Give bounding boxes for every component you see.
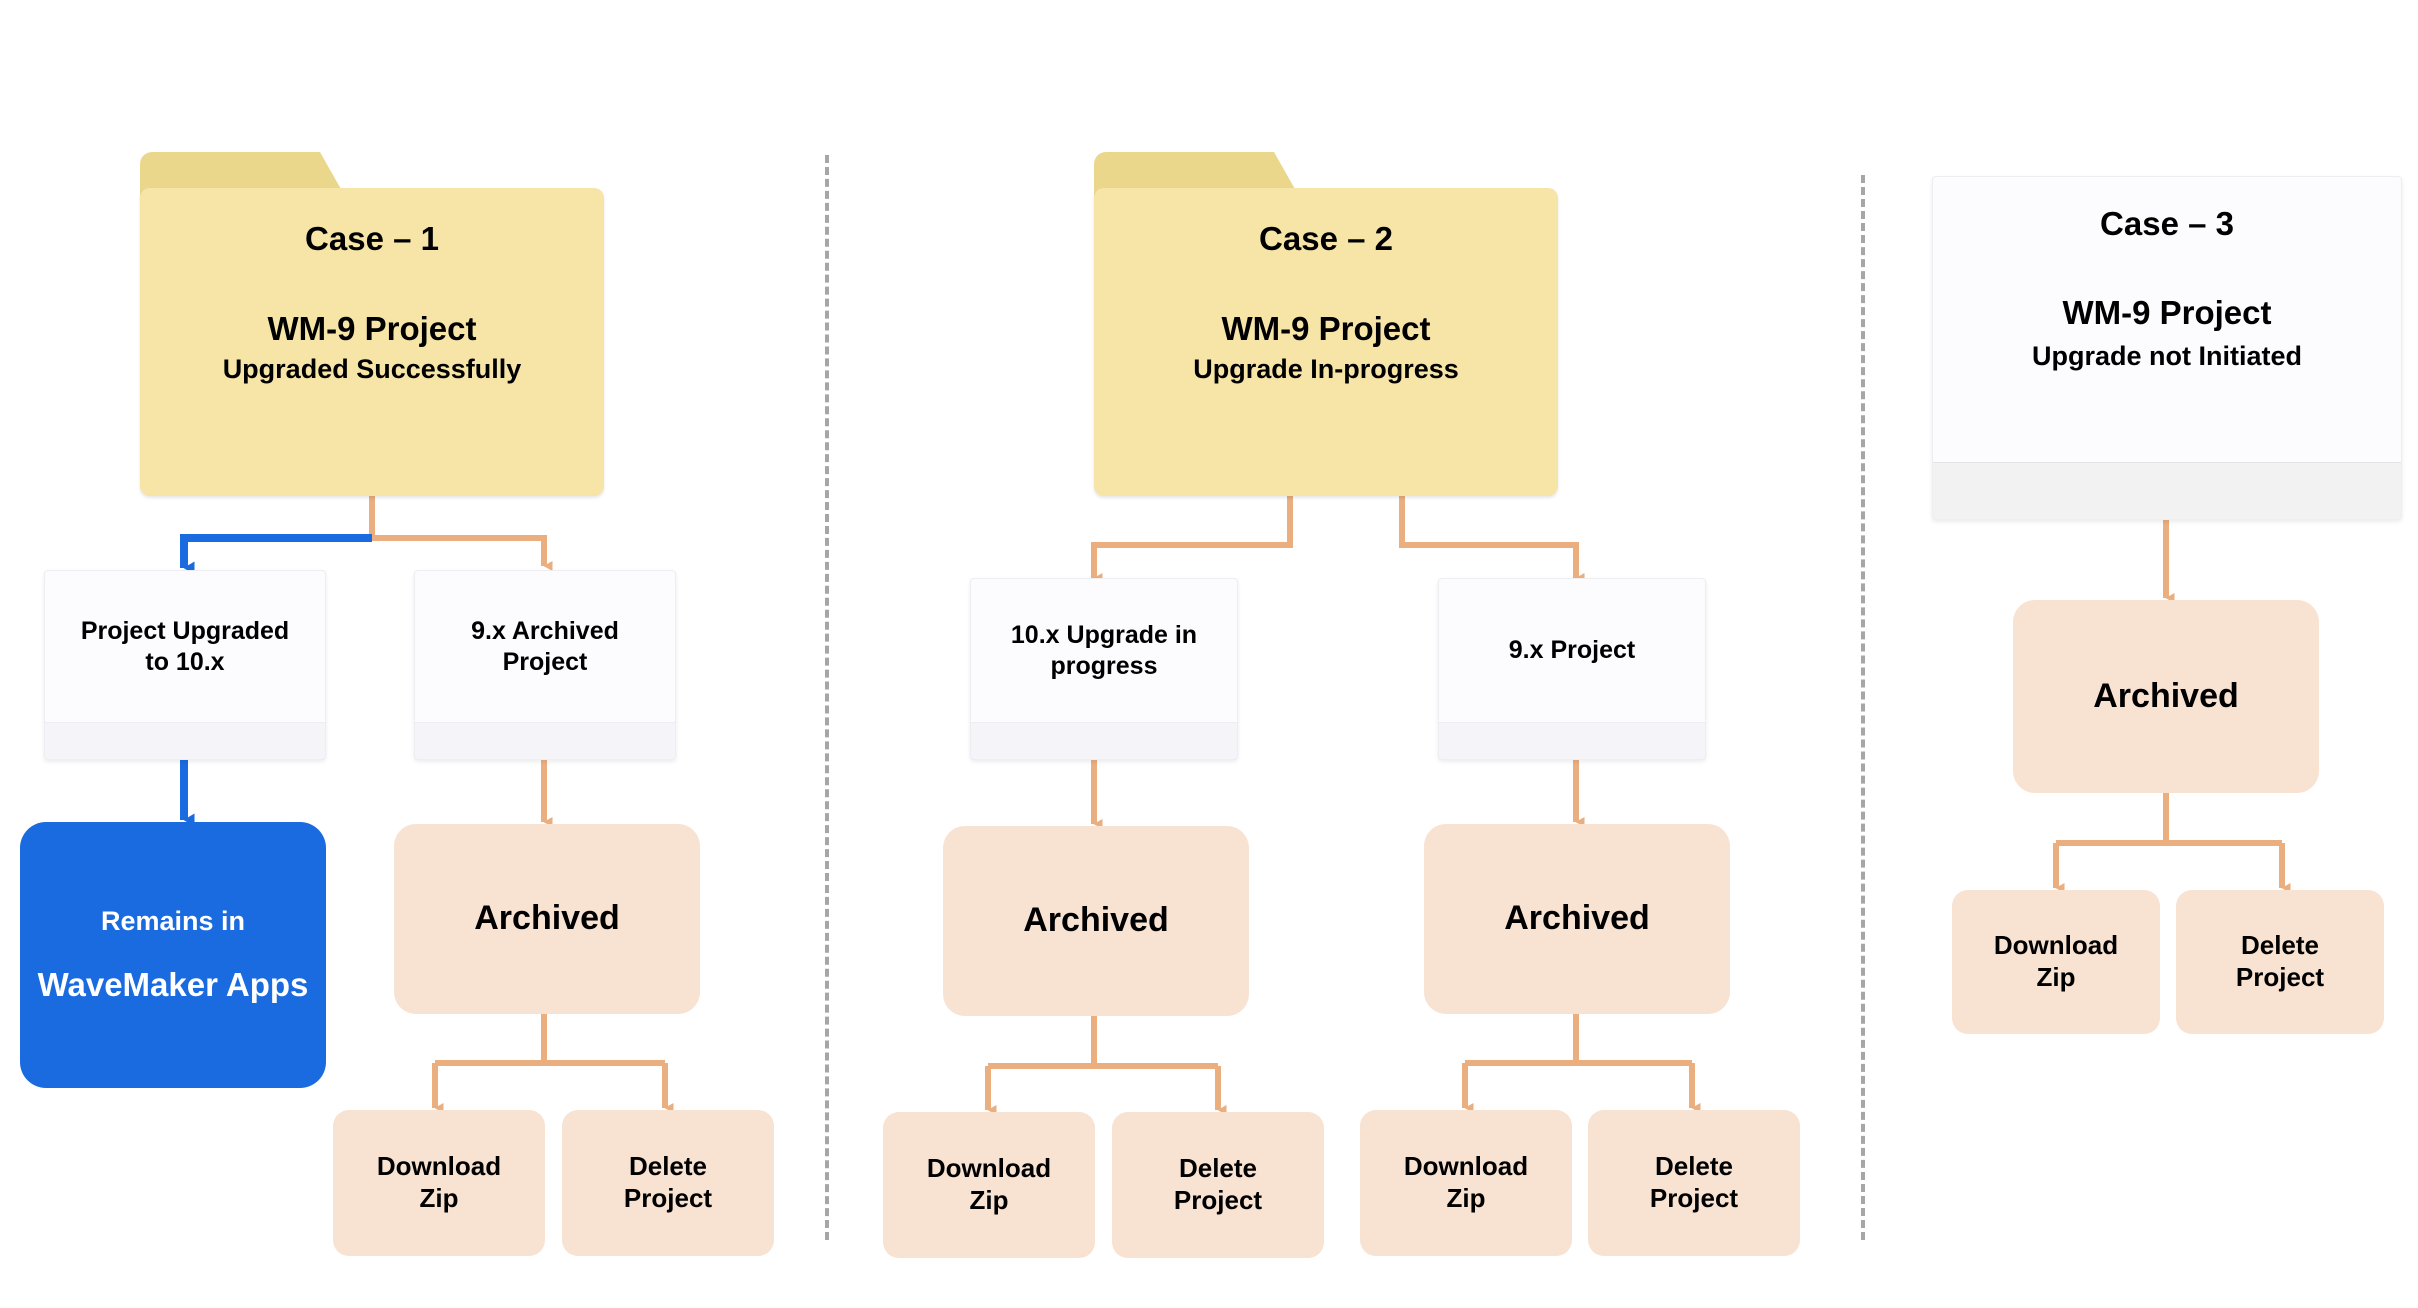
case-2-delete-project-right-box[interactable]: Delete Project <box>1588 1110 1800 1256</box>
case-3-delete-project-line2: Project <box>2235 962 2325 992</box>
case2-root-connectors <box>1091 496 1585 583</box>
case-2-folder[interactable]: Case – 2 WM-9 Project Upgrade In-progres… <box>1094 152 1558 496</box>
case-1-archived-project-line2: Project <box>502 648 588 676</box>
case-2-sub: Upgrade In-progress <box>1193 354 1459 384</box>
folder-body <box>140 188 604 496</box>
case-1-folder[interactable]: Case – 1 WM-9 Project Upgraded Successfu… <box>140 152 604 496</box>
case-2-archived-left-label: Archived <box>1023 901 1169 940</box>
case-1-remains-line1: Remains in <box>100 906 246 936</box>
case-2-upgrade-in-progress-card-footer <box>971 722 1237 759</box>
case-2-9x-project-line1: 9.x Project <box>1508 636 1636 665</box>
case-1-upgraded-line1: Project Upgraded <box>80 616 290 645</box>
case3-archived-to-actions <box>2053 793 2291 893</box>
case-2-delete-project-left-line1: Delete <box>1178 1153 1258 1184</box>
divider-case1-case2 <box>825 155 829 1240</box>
case-2-main: WM-9 Project <box>1221 310 1431 347</box>
case-2-folder-label: Case – 2 WM-9 Project Upgrade In-progres… <box>1094 188 1558 496</box>
folder-body <box>1094 188 1558 496</box>
case-1-remains-line2: WaveMaker Apps <box>37 966 309 1004</box>
case1-root-connectors <box>180 496 553 575</box>
case-1-archived-project-card-body: 9.x Archived Project <box>415 571 675 723</box>
case-2-delete-project-left-line2: Project <box>1173 1185 1263 1215</box>
case-1-archived-project-card[interactable]: 9.x Archived Project <box>414 570 676 760</box>
case-1-folder-label: Case – 1 WM-9 Project Upgraded Successfu… <box>140 188 604 496</box>
case-1-download-zip-box[interactable]: Download Zip <box>333 1110 545 1256</box>
case-3-main: WM-9 Project <box>2062 294 2272 332</box>
case-2-delete-project-right-line2: Project <box>1649 1183 1739 1213</box>
case-3-delete-project-box[interactable]: Delete Project <box>2176 890 2384 1034</box>
case-1-archived-project-card-footer <box>415 722 675 759</box>
case-3-delete-project-line1: Delete <box>2240 930 2320 961</box>
case-1-archived-project-line1: 9.x Archived <box>471 616 619 645</box>
case-2-archived-left-box[interactable]: Archived <box>943 826 1249 1016</box>
case-2-upgrade-in-progress-line2: progress <box>1050 652 1158 680</box>
case2-right-archived-to-actions <box>1462 1013 1701 1113</box>
case-1-main: WM-9 Project <box>267 310 477 347</box>
case-3-root-card[interactable]: Case – 3 WM-9 Project Upgrade not Initia… <box>1932 176 2402 520</box>
case-2-9x-project-card-footer <box>1439 722 1705 759</box>
case-2-upgrade-in-progress-card[interactable]: 10.x Upgrade in progress <box>970 578 1238 760</box>
case-3-download-zip-box[interactable]: Download Zip <box>1952 890 2160 1034</box>
case-1-upgraded-line2: to 10.x <box>145 648 225 676</box>
case-1-upgraded-card-body: Project Upgraded to 10.x <box>45 571 325 723</box>
case-2-delete-project-right-line1: Delete <box>1654 1151 1734 1182</box>
case-1-upgraded-card[interactable]: Project Upgraded to 10.x <box>44 570 326 760</box>
case-2-download-zip-right-line2: Zip <box>1446 1183 1486 1213</box>
case-1-upgraded-card-footer <box>45 722 325 759</box>
case-3-download-zip-line1: Download <box>1993 930 2119 961</box>
case-2-9x-project-card[interactable]: 9.x Project <box>1438 578 1706 760</box>
case-1-delete-project-line2: Project <box>623 1183 713 1213</box>
case-1-sub: Upgraded Successfully <box>222 354 522 384</box>
case-2-upgrade-in-progress-card-body: 10.x Upgrade in progress <box>971 579 1237 723</box>
case1-archived-to-actions <box>432 1013 674 1113</box>
case-3-archived-label: Archived <box>2093 676 2239 715</box>
case-2-archived-right-label: Archived <box>1504 899 1650 938</box>
case-1-download-zip-line2: Zip <box>419 1183 459 1213</box>
case-1-delete-project-box[interactable]: Delete Project <box>562 1110 774 1256</box>
case-3-download-zip-line2: Zip <box>2036 962 2076 992</box>
case-2-download-zip-left-line1: Download <box>926 1153 1052 1184</box>
case-3-root-card-footer <box>1933 462 2401 519</box>
case-1-download-zip-line1: Download <box>376 1151 502 1182</box>
case-2-upgrade-in-progress-line1: 10.x Upgrade in <box>1010 620 1198 649</box>
case-2-delete-project-left-box[interactable]: Delete Project <box>1112 1112 1324 1258</box>
case-3-title: Case – 3 <box>2100 205 2234 242</box>
case-2-download-zip-right-box[interactable]: Download Zip <box>1360 1110 1572 1256</box>
case-3-root-card-body: Case – 3 WM-9 Project Upgrade not Initia… <box>1933 177 2401 463</box>
case2-left-archived-to-actions <box>985 1016 1227 1115</box>
case-2-download-zip-left-line2: Zip <box>969 1185 1009 1215</box>
case-1-title: Case – 1 <box>305 220 439 257</box>
case-1-remains-in-wavemaker-apps-box[interactable]: Remains in WaveMaker Apps <box>20 822 326 1088</box>
case-3-archived-box[interactable]: Archived <box>2013 600 2319 793</box>
case-1-archived-label: Archived <box>474 899 620 938</box>
case-3-sub: Upgrade not Initiated <box>2032 340 2302 371</box>
case-1-delete-project-line1: Delete <box>628 1151 708 1182</box>
divider-case2-case3 <box>1861 175 1865 1240</box>
case-2-download-zip-right-line1: Download <box>1403 1151 1529 1182</box>
case-2-title: Case – 2 <box>1259 220 1393 257</box>
case-2-9x-project-card-body: 9.x Project <box>1439 579 1705 723</box>
case-2-archived-right-box[interactable]: Archived <box>1424 824 1730 1014</box>
case-2-download-zip-left-box[interactable]: Download Zip <box>883 1112 1095 1258</box>
case-1-archived-box[interactable]: Archived <box>394 824 700 1014</box>
